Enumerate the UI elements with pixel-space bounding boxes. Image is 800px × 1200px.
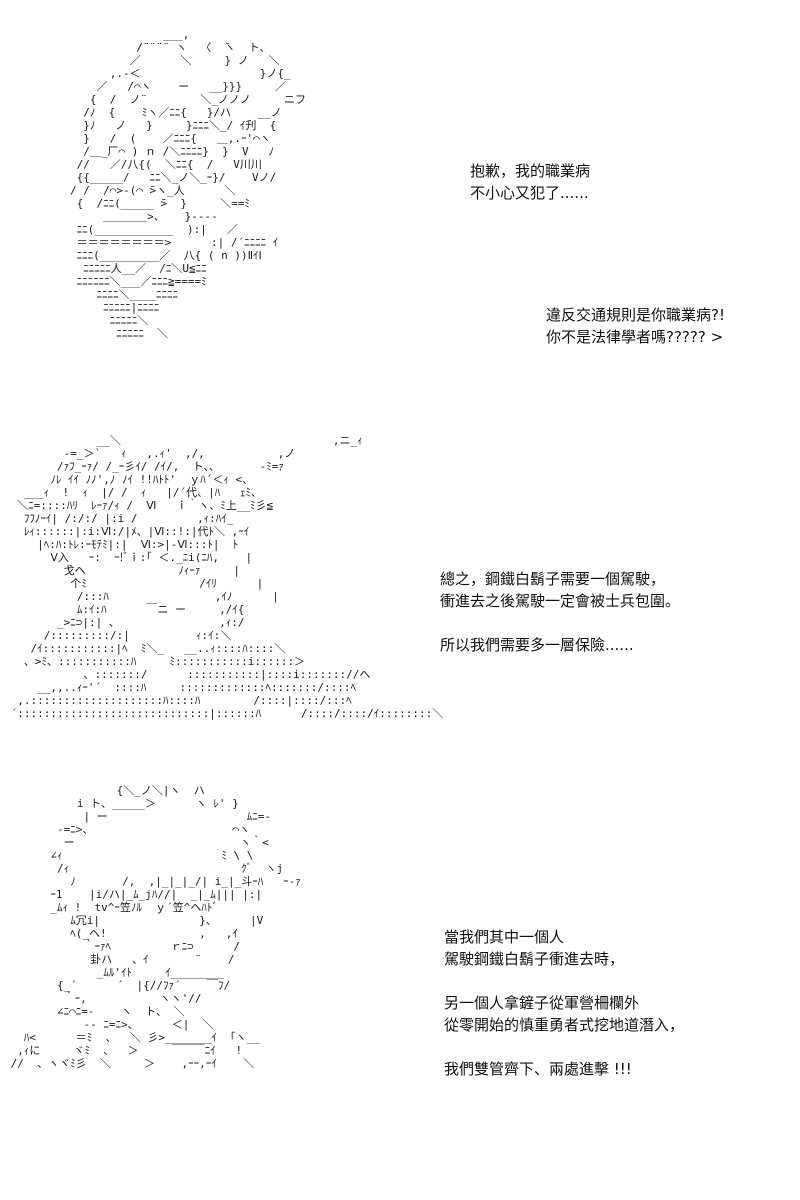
ascii-art-figure-1: ___, /¨¨¨¨ ヽ 〈 ̄ヽ ト、 ／ ＼ } ノ ＼ ,.-＜ }ノ{_… [70, 28, 306, 340]
caption-line: 違反交通規則是你職業病?! [546, 306, 725, 324]
caption-line: 你不是法律學者嗎????? > [546, 328, 724, 346]
ascii-art-figure-3: {＼_ノ＼|ヽ ハ i ト、_____＞ ヽ ﾚ' } | ー ﾑﾆ=- -=ﾆ… [10, 784, 301, 1070]
caption-line: 另一個人拿鏟子從軍營柵欄外 [444, 994, 640, 1012]
caption-3: 總之，鋼鐵白鬍子需要一個駕駛， 衝進去之後駕駛一定會被士兵包圍。 所以我們需要多… [440, 568, 680, 656]
caption-line: 駕駛鋼鐵白鬍子衝進去時， [444, 950, 625, 968]
panel-1: ___, /¨¨¨¨ ヽ 〈 ̄ヽ ト、 ／ ＼ } ノ ＼ ,.-＜ }ノ{_… [0, 0, 800, 432]
ascii-art-figure-2: __＼ ,ニ_ｨ -=_＞` ｨ ,.ｨ' ,/, ,ノ /ｧﾌ_ｰｧ/ /_ｰ… [10, 434, 444, 720]
caption-line: 衝進去之後駕駛一定會被士兵包圍。 [440, 592, 681, 610]
caption-line: 我們雙管齊下、兩處進擊 !!! [444, 1060, 632, 1078]
caption-line: 抱歉，我的職業病 [470, 162, 591, 180]
caption-line: 所以我們需要多一層保險...... [440, 636, 634, 654]
caption-2: 違反交通規則是你職業病?! 你不是法律學者嗎????? > [546, 304, 725, 348]
panel-2: __＼ ,ニ_ｨ -=_＞` ｨ ,.ｨ' ,/, ,ノ /ｧﾌ_ｰｧ/ /_ｰ… [0, 432, 800, 778]
caption-line: 不小心又犯了...... [470, 184, 589, 202]
caption-line: 總之，鋼鐵白鬍子需要一個駕駛， [440, 570, 666, 588]
caption-4: 當我們其中一個人 駕駛鋼鐵白鬍子衝進去時， 另一個人拿鏟子從軍營柵欄外 從零開始… [444, 926, 684, 1080]
panel-3: {＼_ノ＼|ヽ ハ i ト、_____＞ ヽ ﾚ' } | ー ﾑﾆ=- -=ﾆ… [0, 778, 800, 1200]
caption-1: 抱歉，我的職業病 不小心又犯了...... [470, 160, 590, 204]
caption-line: 當我們其中一個人 [444, 928, 565, 946]
caption-line: 從零開始的慎重勇者式挖地道潛入， [444, 1016, 685, 1034]
